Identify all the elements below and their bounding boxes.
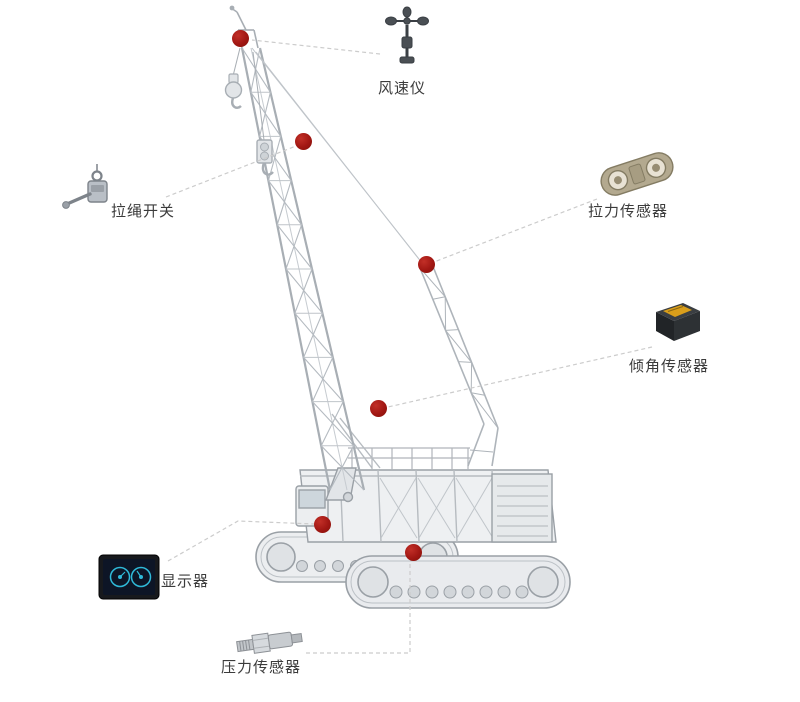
tilt-sensor-icon — [648, 294, 706, 354]
anemometer-icon — [383, 5, 431, 71]
marker-pull-rope-point — [295, 133, 312, 150]
derrick-mast — [419, 263, 499, 467]
label-tension-sensor: 拉力传感器 — [588, 202, 669, 220]
pull-rope-switch-icon — [60, 160, 118, 220]
marker-pressure-sensor-point — [405, 544, 422, 561]
crane-body — [295, 413, 557, 543]
label-pressure-sensor: 压力传感器 — [221, 658, 302, 676]
marker-tension-sensor-point — [418, 256, 435, 273]
pendant-ropes — [251, 47, 423, 264]
connector-tension-sensor — [433, 198, 598, 263]
connector-display — [167, 520, 315, 562]
lattice-boom — [229, 5, 366, 491]
marker-tilt-sensor-point — [370, 400, 387, 417]
label-anemometer: 风速仪 — [378, 79, 427, 97]
label-display: 显示器 — [161, 572, 210, 590]
connector-anemometer — [251, 39, 381, 55]
marker-anemometer-point — [232, 30, 249, 47]
marker-display-point — [314, 516, 331, 533]
display-icon — [97, 551, 161, 607]
load-cell-icon — [594, 144, 680, 208]
label-tilt-sensor: 倾角传感器 — [629, 357, 710, 375]
connector-lines — [165, 39, 653, 654]
connector-pull-rope-switch — [165, 145, 297, 198]
label-pull-rope-switch: 拉绳开关 — [111, 202, 176, 220]
pressure-sensor-icon — [234, 620, 306, 668]
connector-tilt-sensor — [387, 346, 653, 408]
crawler-track-front — [345, 555, 571, 609]
